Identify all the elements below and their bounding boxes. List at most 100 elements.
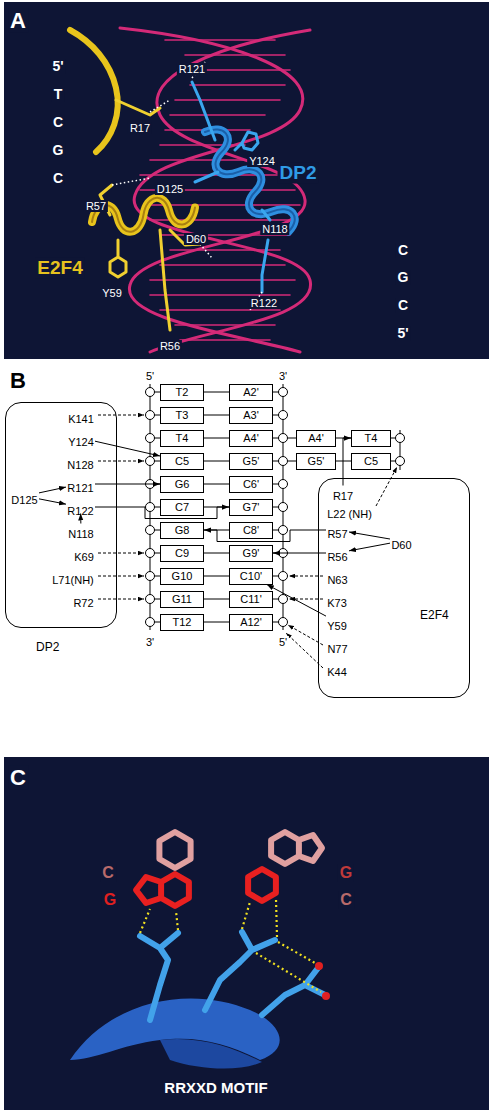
residue-name: K44	[327, 666, 347, 679]
base-letter: C	[100, 864, 116, 882]
aspartate	[262, 968, 325, 1015]
phosphate	[146, 618, 155, 627]
residue-label: N128	[66, 455, 95, 468]
side-chain	[195, 172, 218, 182]
base-name: T4	[365, 432, 378, 445]
base-name: A12'	[240, 616, 262, 629]
base-box: G5'	[296, 453, 336, 470]
base-name: G6	[175, 478, 190, 491]
side-chain	[235, 132, 258, 150]
base-box: C6'	[229, 476, 273, 493]
side-chain	[110, 240, 126, 277]
label-anchor: C	[51, 169, 65, 187]
protein-name: DP2	[36, 641, 59, 655]
label-anchor: R56	[158, 336, 182, 354]
base-box: A4'	[229, 430, 273, 447]
phosphate	[279, 526, 288, 535]
label-anchor: 3'	[277, 366, 289, 384]
phosphate	[396, 434, 405, 443]
residue-name: D60	[391, 539, 411, 552]
sequence-letter: C	[396, 243, 410, 258]
contact-arrow	[39, 487, 66, 493]
residue-name: R72	[73, 597, 93, 610]
residue-name: K73	[327, 597, 347, 610]
base-box: A12'	[229, 614, 273, 631]
sequence-letter: G	[51, 143, 66, 158]
panel-letter: C	[8, 766, 28, 790]
label-anchor: D60	[184, 229, 208, 247]
label-anchor: R57	[84, 196, 108, 214]
base-box: C7	[160, 499, 204, 516]
residue-name: N77	[327, 643, 347, 656]
backbone-contacts	[98, 415, 397, 668]
residue-label: R122	[66, 501, 95, 514]
arginine	[140, 933, 178, 1020]
base-name: C8'	[243, 524, 259, 537]
base-letter: C	[338, 891, 354, 909]
residue-name: R56	[327, 551, 347, 564]
label-anchor: R122	[249, 293, 279, 311]
phosphate	[279, 411, 288, 420]
label-anchor: R121	[177, 59, 207, 77]
base-box: G8	[160, 522, 204, 539]
residue-label: Y124	[247, 155, 277, 167]
contact-arrow	[95, 484, 160, 485]
protein-coil	[70, 30, 118, 152]
base-name: A3'	[243, 409, 259, 422]
side-chain	[192, 82, 215, 140]
protein-box: K141Y124N128D125R121R122N118K69L71(NH)R7…	[5, 402, 117, 628]
residue-label: N118	[67, 524, 95, 537]
base-box: C10'	[229, 568, 273, 585]
base-box: T4	[351, 430, 391, 447]
phosphate	[279, 618, 288, 627]
phosphate	[146, 388, 155, 397]
residue-label: N63	[326, 570, 349, 583]
residue-label: K73	[326, 593, 348, 606]
base-name: T3	[176, 409, 189, 422]
phosphate	[279, 572, 288, 581]
label-anchor: G	[102, 891, 118, 909]
residue-label: R57	[326, 524, 349, 537]
contact-arrow	[349, 532, 390, 539]
base-name: A2'	[243, 386, 259, 399]
panel-ground	[4, 757, 489, 1110]
label-anchor: R17	[128, 118, 152, 136]
base-box: T12	[160, 614, 204, 631]
base-box: T2	[160, 384, 204, 401]
residue-name: R17	[333, 490, 353, 503]
base-name: G10	[172, 570, 193, 583]
label-anchor: A	[8, 9, 28, 33]
protein-name: DP2	[278, 163, 319, 184]
sequence-letter: G	[396, 270, 411, 285]
base-name: G5'	[308, 455, 325, 468]
residue-name: L71(NH)	[52, 574, 94, 587]
base-box: A3'	[229, 407, 273, 424]
label-anchor: 3'	[144, 632, 156, 650]
panel-letter: A	[8, 9, 28, 33]
side-chain	[262, 210, 270, 220]
label-anchor: C	[51, 113, 65, 131]
label-anchor: G	[338, 864, 354, 882]
label-anchor: N118	[260, 219, 289, 237]
protein-ribbon	[160, 1039, 262, 1069]
sequence-letter: C	[51, 115, 65, 130]
base-name: C6'	[243, 478, 259, 491]
base-name: C7	[175, 501, 189, 514]
base-box: G7'	[229, 499, 273, 516]
sequence-letter: C	[396, 298, 410, 313]
sequence-letter: C	[51, 171, 65, 186]
protein-name: E2F4	[35, 258, 84, 279]
base-box: C5	[160, 453, 204, 470]
residue-name: R57	[327, 528, 347, 541]
residue-label: R17	[332, 486, 355, 499]
strand-end: 3'	[277, 370, 289, 382]
label-anchor: T	[52, 85, 65, 103]
dna-backbone	[129, 30, 310, 352]
phosphate	[279, 503, 288, 512]
label-anchor: RRXXD MOTIF	[162, 1079, 269, 1097]
base-name: C9	[175, 547, 189, 560]
residue-label: Y59	[326, 616, 348, 629]
label-anchor: B	[8, 369, 28, 393]
residue-label: K141	[67, 409, 95, 422]
